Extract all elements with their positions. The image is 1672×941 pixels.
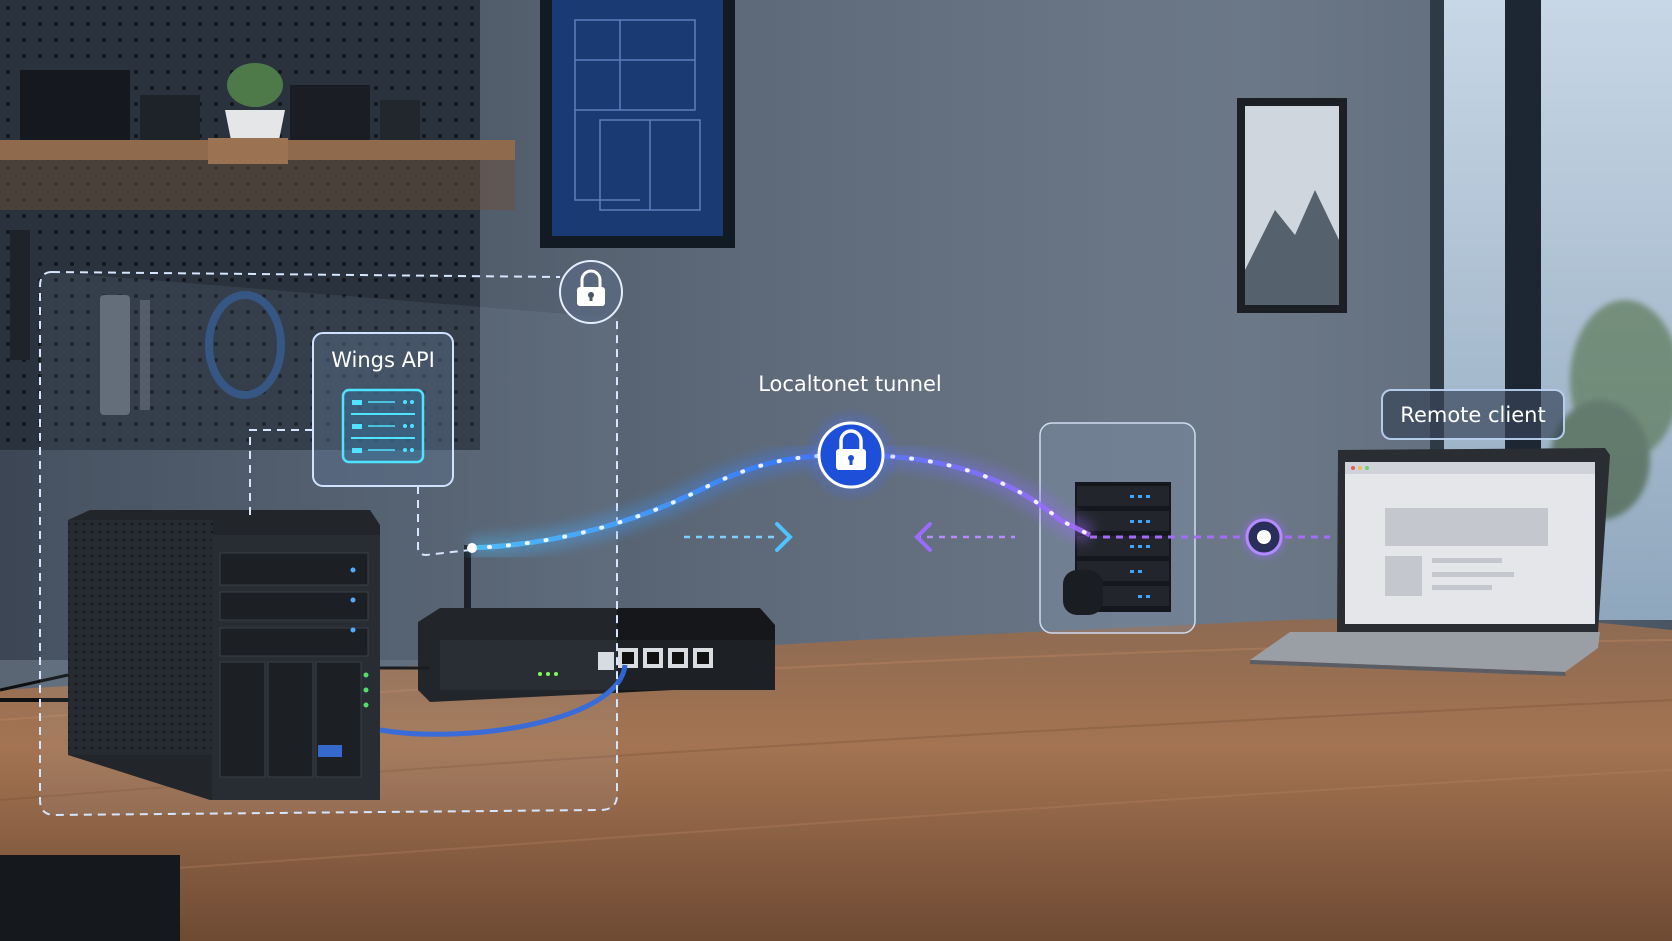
tunnel-dots — [468, 452, 1092, 550]
local-lock-icon — [577, 269, 605, 306]
tunnel-start-node — [467, 543, 477, 553]
wings-api-label: Wings API — [331, 348, 435, 372]
router-device — [418, 545, 775, 702]
wings-api-card — [312, 332, 454, 487]
arrow-left-icon — [914, 522, 932, 552]
laptop-device — [1250, 448, 1610, 676]
tunnel-label: Localtonet tunnel — [758, 372, 942, 396]
tunnel-lock-icon — [836, 429, 866, 470]
nas-device — [68, 510, 380, 800]
remote-client-label: Remote client — [1381, 389, 1565, 440]
relay-server-rack — [1063, 482, 1171, 615]
arrow-right-icon — [775, 522, 793, 552]
server-icon — [341, 388, 425, 464]
local-network-boundary — [39, 271, 618, 817]
local-network-boundary-top — [51, 271, 561, 278]
